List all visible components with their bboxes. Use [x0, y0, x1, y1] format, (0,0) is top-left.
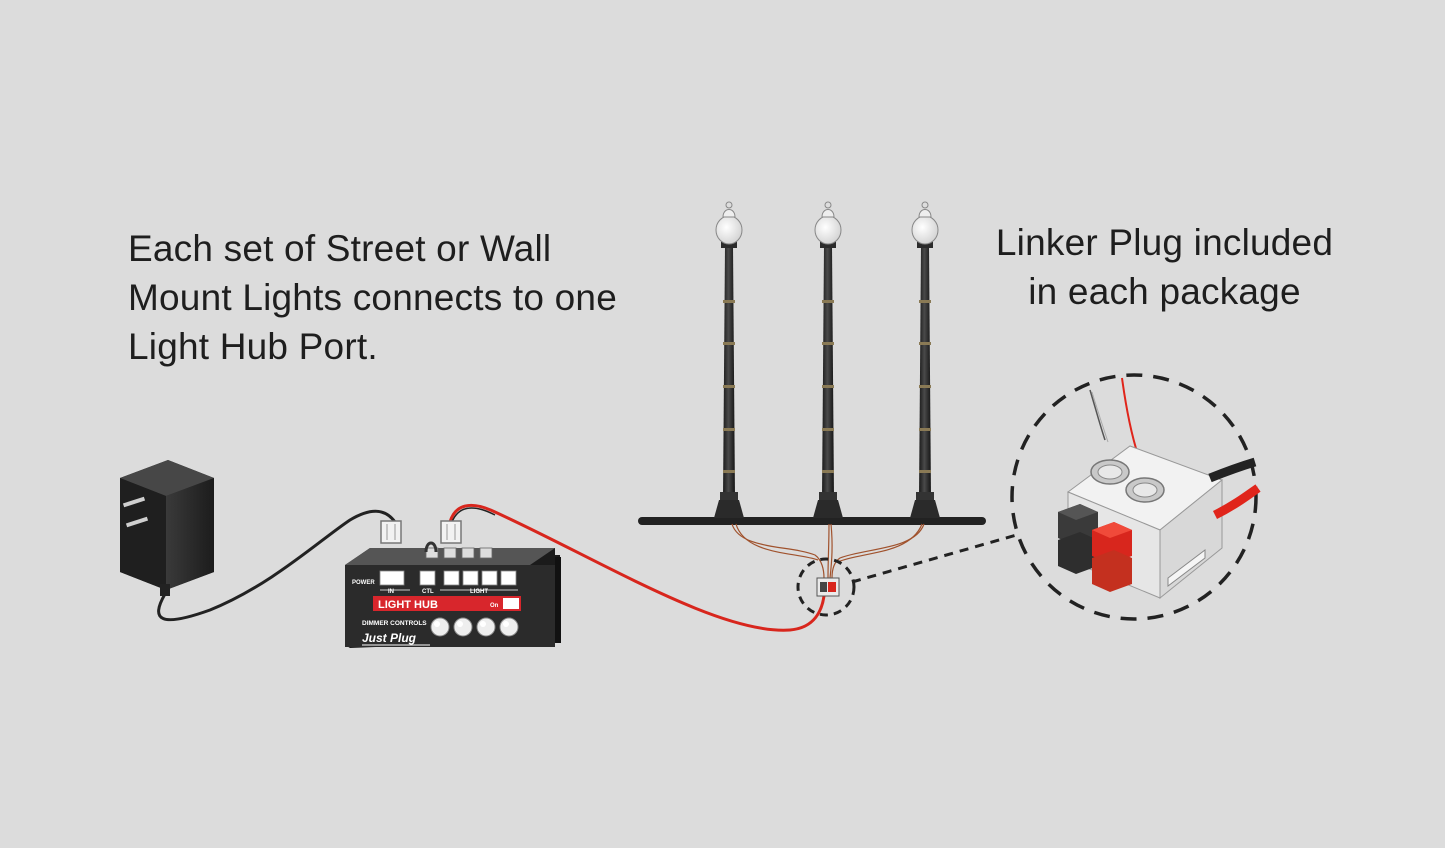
hub-brand: Just Plug: [362, 631, 417, 645]
hub-name: LIGHT HUB: [378, 599, 438, 611]
street-lamp-icon: [910, 201, 940, 518]
hub-on-label: On: [490, 603, 499, 609]
caption-right-line-1: Linker Plug included: [995, 222, 1334, 263]
light-hub-icon: POWER IN CTL LIGHT LIGHT HUB On DIMMER C…: [345, 541, 561, 648]
lamp-wires: [731, 523, 925, 579]
hub-light-label: LIGHT: [470, 589, 488, 595]
hub-power-label: POWER: [352, 580, 375, 586]
street-lamps: [714, 201, 940, 518]
linker-callout-small: [796, 557, 856, 617]
linker-plug-small: [816, 577, 840, 597]
hub-input-plug: [380, 520, 402, 544]
hub-in-label: IN: [388, 589, 394, 595]
black-wire: [157, 509, 397, 622]
hub-dimmer-label: DIMMER CONTROLS: [362, 620, 427, 627]
power-adapter-icon: [120, 460, 214, 596]
caption-left-line-1: Each set of Street or Wall: [128, 228, 552, 269]
caption-left-line-2: Mount Lights connects to one: [128, 277, 617, 318]
linker-plug-icon: [1058, 377, 1261, 600]
caption-left: Each set of Street or Wall Mount Lights …: [128, 224, 617, 371]
hub-output-plug: [440, 520, 462, 544]
street-lamp-icon: [714, 201, 744, 518]
caption-right: Linker Plug included in each package: [972, 218, 1357, 316]
street-lamp-icon: [813, 201, 843, 518]
hub-ctl-label: CTL: [422, 589, 434, 595]
caption-left-line-3: Light Hub Port.: [128, 326, 378, 367]
callout-connector: [851, 532, 1021, 584]
lamp-base-bar: [638, 517, 986, 525]
red-wire: [448, 503, 826, 632]
caption-right-line-2: in each package: [1028, 271, 1301, 312]
linker-callout-large: [1010, 373, 1258, 621]
dimmer-knobs: [430, 617, 519, 637]
